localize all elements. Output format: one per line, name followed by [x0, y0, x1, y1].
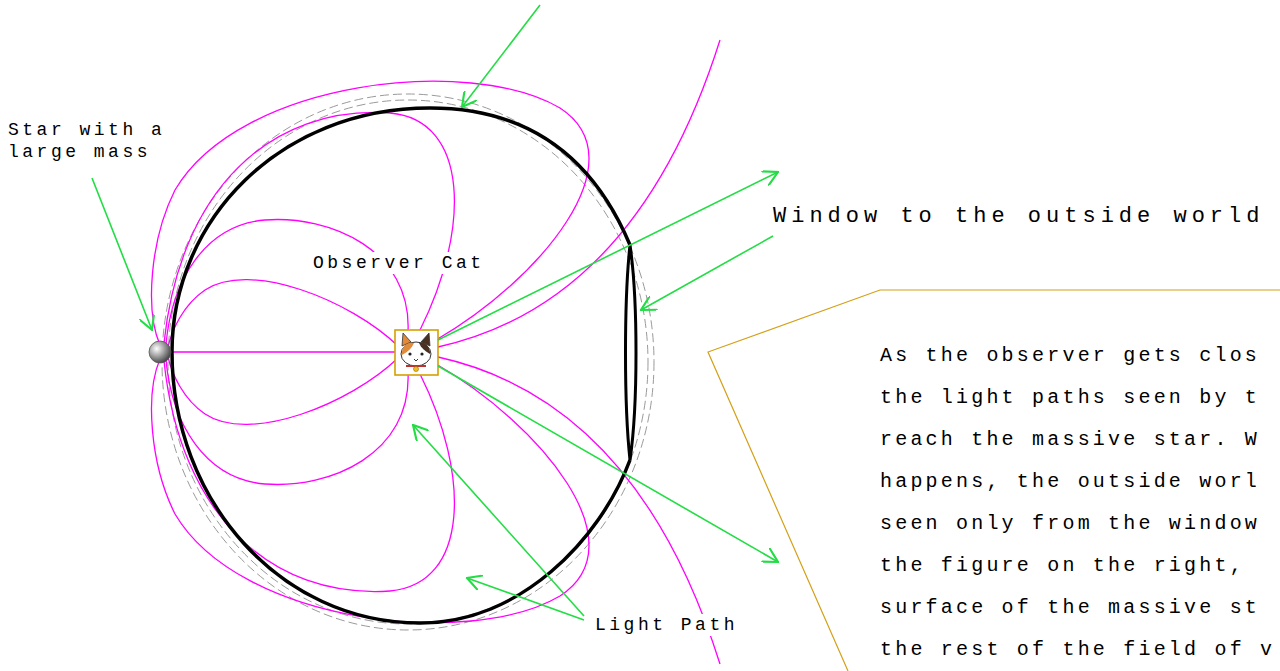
view-arrow [438, 172, 778, 340]
callout-box: As the observer gets clos the light path… [700, 285, 1280, 671]
window-outline [626, 245, 637, 460]
leader-arrow [92, 178, 152, 330]
light-path [438, 40, 720, 347]
massive-star [149, 341, 171, 363]
view-outline [172, 108, 630, 623]
light-path [152, 359, 589, 623]
leader-arrow [413, 425, 584, 616]
dashed-circle [162, 94, 654, 630]
light-paths [152, 40, 720, 664]
dashed-circle [168, 100, 648, 624]
window-label: Window to the outside world [773, 204, 1264, 230]
light-path [170, 351, 396, 352]
callout-border [708, 290, 1280, 671]
leader-arrows [92, 5, 778, 620]
light-path [168, 357, 398, 424]
leader-arrow [467, 578, 584, 620]
light-path [164, 361, 454, 592]
observer-label: Observer Cat [313, 252, 485, 274]
leader-arrow [462, 5, 540, 107]
light-path-label: Light Path [595, 614, 738, 636]
star-label: Star with a large mass [8, 119, 176, 163]
light-path [166, 360, 408, 484]
callout-text: As the observer gets clos the light path… [880, 335, 1280, 671]
cat-icon [395, 330, 438, 375]
leader-arrow [641, 236, 773, 310]
light-path [168, 280, 398, 347]
